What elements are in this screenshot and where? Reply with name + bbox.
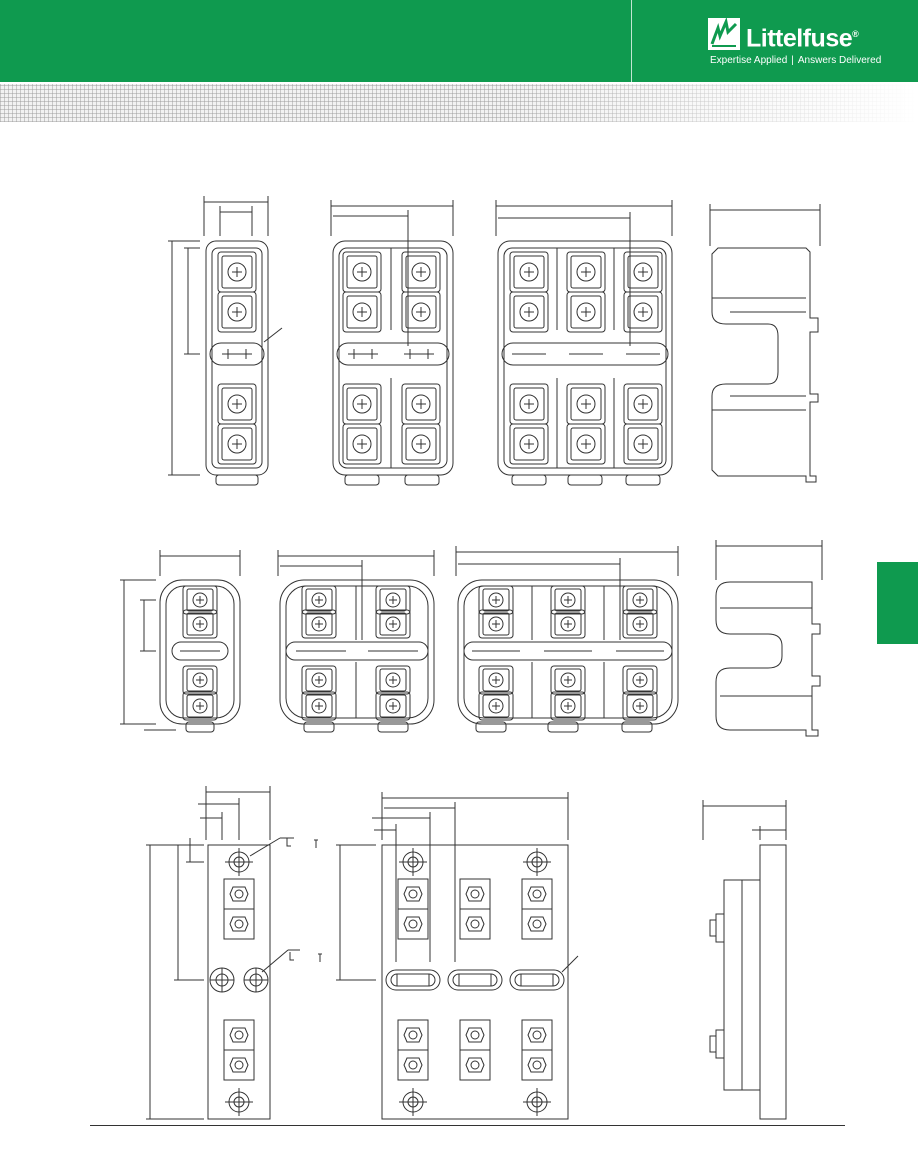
view-1-pole-short [120,550,241,733]
view-1-pole-top [168,196,283,486]
view-2-pole-top [330,200,454,486]
section-side-tab[interactable] [877,562,918,644]
littelfuse-logo-icon [708,18,740,50]
view-base-1-pole [146,786,322,1120]
view-base-3-pole [336,792,579,1120]
view-side-large [709,204,821,483]
brand-name: Littelfuse® [746,24,859,53]
tagline-left: Expertise Applied [710,55,788,66]
header-bar [0,0,918,82]
view-3-pole-short [455,546,679,733]
header-divider [631,0,632,82]
tagline-right: Answers Delivered [797,55,882,66]
tagline-separator: | [791,55,794,66]
header-pattern-band [0,84,918,122]
view-3-pole-top [495,200,673,486]
brand-logo[interactable]: Littelfuse® Expertise Applied|Answers De… [708,18,908,68]
brand-tagline: Expertise Applied|Answers Delivered [710,55,881,67]
footer-rule [90,1125,845,1126]
view-side-small [715,540,823,737]
view-base-side [702,800,787,1120]
view-2-pole-short [277,550,435,733]
